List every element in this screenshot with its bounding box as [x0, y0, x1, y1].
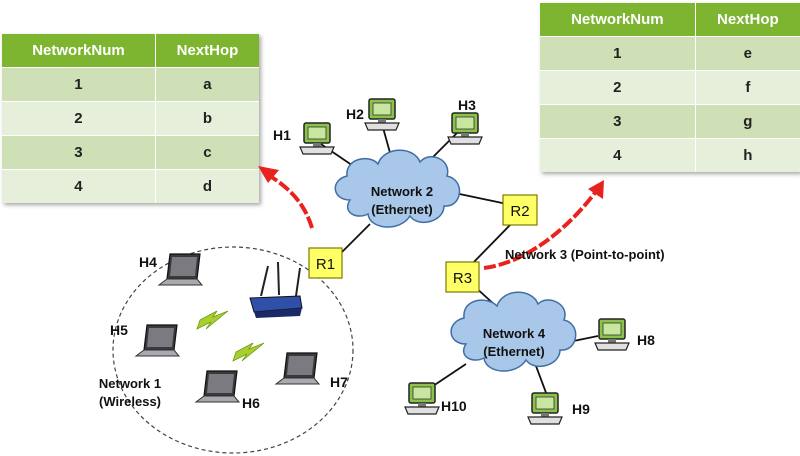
lightning-bolt-icon — [196, 310, 229, 330]
host-label-h6: H6 — [242, 395, 260, 411]
host-label-h5: H5 — [110, 322, 128, 338]
table-cell: d — [154, 169, 259, 203]
cloud-icon — [450, 291, 577, 372]
table-cell: 3 — [540, 104, 696, 139]
column-header-networknum: NetworkNum — [540, 3, 696, 37]
router-r1: R1 — [308, 247, 343, 279]
router-label-r2: R2 — [510, 203, 529, 220]
link-r2-r3 — [469, 221, 514, 267]
laptop-icon — [135, 324, 180, 357]
table-header-row: NetworkNum NextHop — [2, 34, 259, 68]
table-cell: 3 — [2, 135, 156, 170]
column-header-nexthop: NextHop — [154, 34, 259, 68]
laptop-icon — [195, 370, 240, 403]
router-label-r1: R1 — [316, 256, 335, 273]
host-label-h3: H3 — [458, 97, 476, 113]
network4-label-line2: (Ethernet) — [483, 344, 544, 359]
table-cell: g — [694, 104, 800, 139]
table-cell: 2 — [2, 101, 156, 136]
table-cell: 1 — [2, 67, 156, 102]
table-cell: f — [694, 70, 800, 105]
link-r1-network2 — [339, 223, 371, 255]
network3-label: Network 3 (Point-to-point) — [505, 247, 665, 262]
host-label-h1: H1 — [273, 127, 291, 143]
red-arrow-to-table-left — [258, 166, 314, 229]
router-r3: R3 — [445, 261, 480, 293]
wireless-router-icon — [249, 261, 303, 318]
desktop-computer-icon — [364, 98, 400, 131]
table-cell: c — [154, 135, 259, 170]
column-header-nexthop: NextHop — [694, 3, 800, 37]
table-cell: h — [694, 138, 800, 172]
host-label-h10: H10 — [441, 398, 467, 414]
laptop-icon — [275, 352, 320, 385]
table-cell: 4 — [2, 169, 156, 203]
desktop-computer-icon — [299, 122, 335, 155]
table-cell: e — [694, 36, 800, 71]
red-arrow-to-table-right — [483, 180, 604, 270]
desktop-computer-icon — [447, 112, 483, 145]
network2-label-line1: Network 2 — [371, 184, 433, 199]
cloud-icon — [334, 149, 461, 228]
table-cell: 2 — [540, 70, 696, 105]
desktop-computer-icon — [527, 392, 563, 425]
router-r2: R2 — [502, 194, 538, 226]
host-label-h2: H2 — [346, 106, 364, 122]
table-cell: a — [154, 67, 259, 102]
desktop-computer-icon — [594, 318, 630, 351]
network1-label-line1: Network 1 — [99, 376, 161, 391]
table-cell: 1 — [540, 36, 696, 71]
table-cell: b — [154, 101, 259, 136]
laptop-icon — [158, 253, 203, 286]
host-label-h7: H7 — [330, 374, 348, 390]
network4-label-line1: Network 4 — [483, 326, 546, 341]
desktop-computer-icon — [404, 382, 440, 415]
network2-label-line2: (Ethernet) — [371, 202, 432, 217]
host-label-h4: H4 — [139, 254, 157, 270]
lightning-bolt-icon — [232, 342, 265, 362]
host-label-h9: H9 — [572, 401, 590, 417]
router-label-r3: R3 — [453, 270, 472, 287]
network1-label-line2: (Wireless) — [99, 394, 161, 409]
host-label-h8: H8 — [637, 332, 655, 348]
wireless-coverage-area — [112, 246, 354, 454]
table-cell: 4 — [540, 138, 696, 172]
column-header-networknum: NetworkNum — [2, 34, 156, 68]
table-header-row: NetworkNum NextHop — [540, 3, 800, 37]
